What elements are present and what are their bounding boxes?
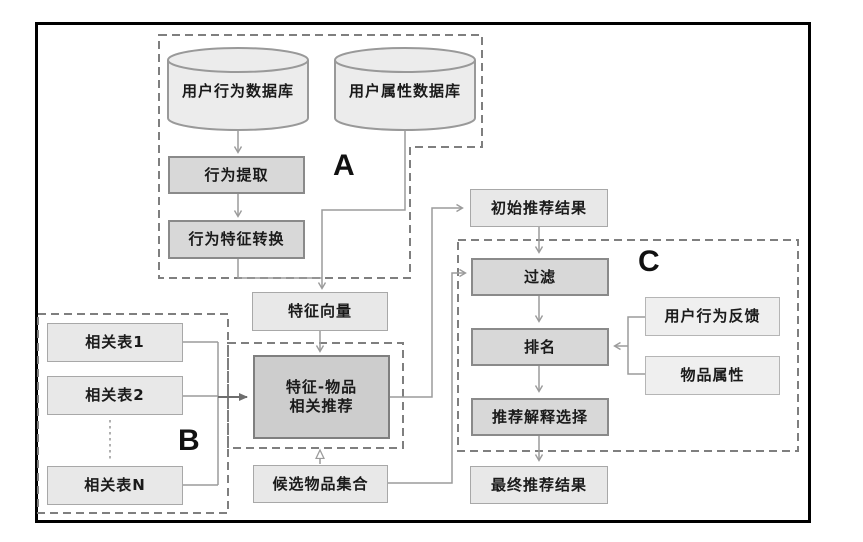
node-filter: 过滤	[471, 258, 609, 296]
user-behavior-db-cylinder	[167, 47, 309, 131]
node-ranking: 排名	[471, 328, 609, 366]
node-related-table-1: 相关表1	[47, 323, 183, 362]
user-attribute-db-label: 用户属性数据库	[348, 81, 461, 100]
node-behavior-extraction: 行为提取	[168, 156, 305, 194]
section-a-label: A	[333, 149, 355, 182]
node-final-recommendation-result: 最终推荐结果	[470, 466, 608, 504]
node-feature-vector: 特征向量	[252, 292, 388, 331]
section-b-dashed-outline	[37, 313, 229, 514]
feature-item-label-line1: 特征-物品	[285, 378, 358, 397]
node-recommendation-explanation-selection: 推荐解释选择	[471, 398, 609, 436]
section-b-label: B	[178, 424, 200, 457]
user-attribute-db-cylinder	[334, 47, 476, 131]
feature-item-label-line2: 相关推荐	[289, 397, 354, 415]
node-initial-recommendation-result: 初始推荐结果	[470, 189, 608, 227]
node-related-table-n: 相关表N	[47, 466, 183, 505]
node-user-behavior-feedback: 用户行为反馈	[645, 297, 780, 336]
arrow-attributedb-to-featurevector	[317, 130, 406, 290]
user-behavior-db-label: 用户行为数据库	[181, 81, 294, 100]
line-feedback-attribute-bracket	[627, 316, 645, 375]
arrow-candidateset-to-filter	[388, 268, 467, 484]
section-a-dashed-outline	[158, 34, 483, 279]
section-c-label: C	[638, 245, 660, 278]
feature-item-dashed-outline	[227, 342, 404, 449]
node-related-table-2: 相关表2	[47, 376, 183, 415]
node-feature-item-recommendation: 特征-物品 相关推荐	[253, 355, 390, 439]
line-conversion-to-junction	[237, 259, 322, 279]
node-candidate-item-set: 候选物品集合	[253, 465, 388, 503]
arrow-featureitem-to-initialresult	[390, 203, 464, 398]
node-behavior-feature-conversion: 行为特征转换	[168, 220, 305, 259]
node-item-attribute: 物品属性	[645, 356, 780, 395]
section-c-dashed-outline	[457, 239, 799, 452]
